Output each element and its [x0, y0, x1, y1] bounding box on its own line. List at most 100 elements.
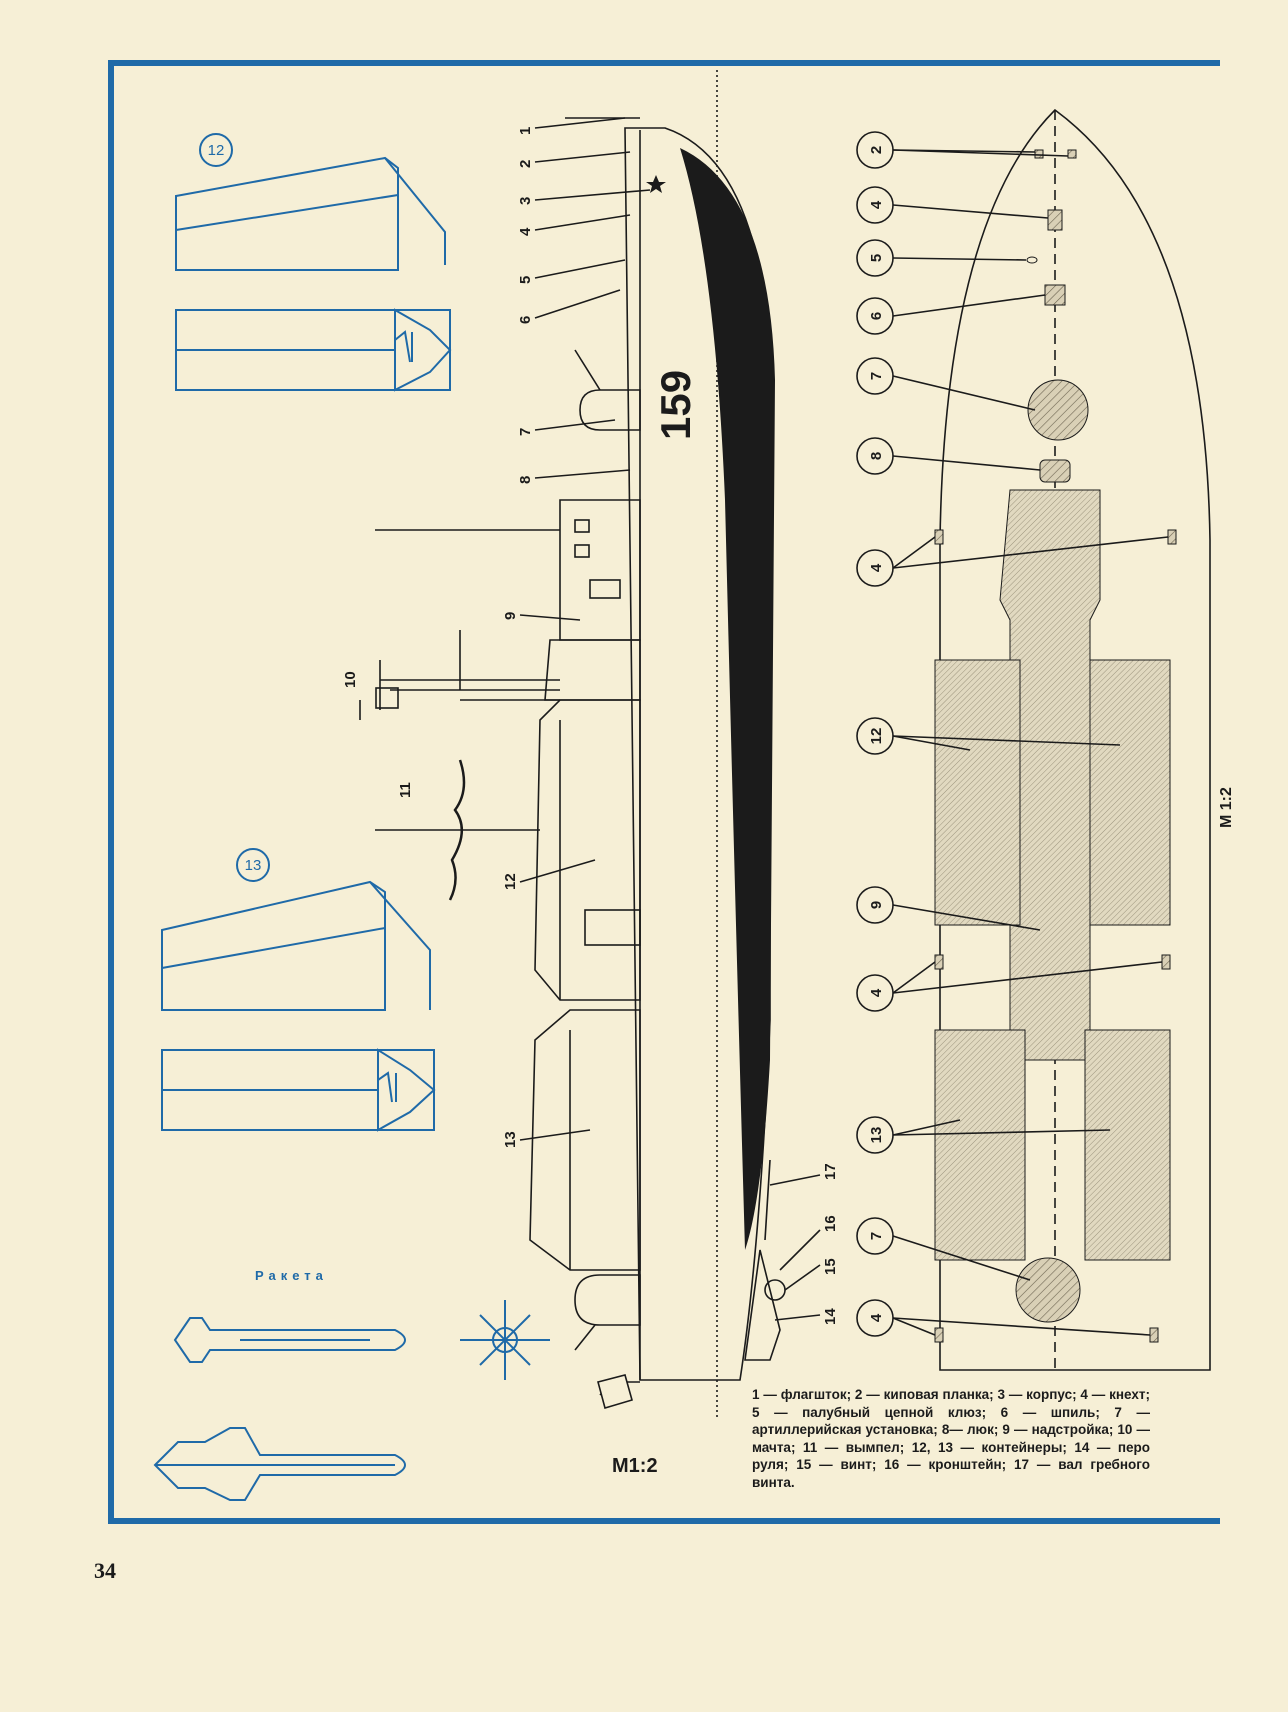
- container-13-top-cap: [377, 1048, 436, 1132]
- plan-fairlead: [1034, 149, 1044, 159]
- boat-side-view: [359, 70, 821, 1420]
- plan-callout-9: 9: [868, 901, 885, 909]
- container-12-side-rail: [384, 157, 446, 265]
- plan-hawse: [1026, 256, 1038, 264]
- plan-callout-12: 12: [868, 728, 885, 745]
- plan-container-12-starboard: [1089, 659, 1171, 926]
- rocket-side-view: [173, 1317, 406, 1363]
- side-callout-1: 1: [517, 127, 534, 135]
- side-callout-5: 5: [517, 276, 534, 284]
- pennant: [448, 759, 466, 901]
- side-callout-9: 9: [502, 612, 519, 620]
- container-12-top-detail: [394, 330, 413, 363]
- container-13-drawing: 13: [161, 848, 436, 1132]
- plan-callout-circles: [856, 131, 894, 1337]
- propeller: [764, 1279, 786, 1301]
- plan-container-13-starboard: [1084, 1029, 1171, 1261]
- frame-bottom-border: [108, 1518, 1220, 1524]
- container-12-label-circle: [199, 133, 233, 167]
- side-callout-3: 3: [517, 197, 534, 205]
- rudder: [744, 1249, 781, 1361]
- plan-bitt: [1047, 209, 1063, 231]
- plan-gun-bow: [1027, 379, 1089, 441]
- side-callout-17: 17: [822, 1163, 839, 1180]
- rocket-drawing: [153, 1300, 550, 1501]
- plan-fairlead: [1067, 149, 1077, 159]
- superstructure-hatch: [589, 579, 621, 599]
- container-13-top-detail: [377, 1071, 397, 1103]
- flag-icon: [597, 1374, 633, 1410]
- hull-dark-band: [680, 148, 775, 1250]
- plan-capstan: [1044, 284, 1066, 306]
- superstructure-window: [574, 519, 590, 533]
- side-callout-7: 7: [517, 428, 534, 436]
- container-12-label: 12: [208, 142, 225, 159]
- plan-callout-4: 4: [868, 200, 885, 209]
- gun-barrel-stern: [574, 1324, 596, 1351]
- container-12-top-cap: [394, 308, 452, 392]
- plan-callout-8: 8: [868, 452, 885, 460]
- plan-container-13-port: [934, 1029, 1026, 1261]
- container-13-label: 13: [245, 857, 262, 874]
- plan-bitt: [1161, 954, 1171, 970]
- side-callout-numbers: 1 2 3 4 5 6 7 8 9 10 11 12 13 14 15 16 1…: [342, 127, 839, 1325]
- plan-bitt: [1149, 1327, 1159, 1343]
- superstructure-lower: [544, 639, 641, 701]
- container-12-drawing: 12: [175, 133, 452, 392]
- gun-turret-stern: [574, 1274, 641, 1326]
- side-callout-2: 2: [517, 160, 534, 168]
- side-callout-10: 10: [342, 671, 359, 688]
- container-13-side-rail: [369, 881, 431, 1010]
- plan-hull-outline: [939, 108, 1211, 1371]
- container-13-side-view: [161, 880, 386, 1011]
- side-callout-15: 15: [822, 1258, 839, 1275]
- plan-callout-6: 6: [868, 312, 885, 320]
- plan-bitt: [934, 954, 944, 970]
- frame-left-border: [108, 60, 114, 1524]
- rocket-top-view: [153, 1427, 406, 1501]
- plan-bitt: [934, 529, 944, 545]
- rocket-rear-fins: [460, 1300, 550, 1380]
- frame-top-border: [108, 60, 1220, 66]
- container-13-side-line: [161, 927, 386, 969]
- gun-barrel-bow: [574, 349, 601, 391]
- scale-plan-view: М 1:2: [1218, 787, 1235, 828]
- plan-callout-leaders: [892, 149, 1169, 1336]
- container-13-label-circle: [236, 848, 270, 882]
- legend-text: 1 — флагшток; 2 — киповая планка; 3 — ко…: [752, 1387, 1150, 1490]
- side-callout-leaders: [519, 117, 821, 1321]
- side-callout-16: 16: [822, 1215, 839, 1232]
- plan-callout-13: 13: [868, 1127, 885, 1144]
- plan-callout-4d: 4: [868, 1313, 885, 1322]
- plan-callout-4b: 4: [868, 563, 885, 572]
- deck-container-13: [529, 1009, 641, 1271]
- rocket-label: Ракета: [255, 1268, 328, 1283]
- hull-number: 159: [652, 370, 699, 440]
- plan-callout-7: 7: [868, 372, 885, 380]
- gun-turret-bow: [579, 389, 641, 431]
- plan-bitt: [934, 1327, 944, 1343]
- side-callout-8: 8: [517, 476, 534, 484]
- star-icon: [646, 175, 666, 193]
- side-callout-4: 4: [517, 227, 534, 236]
- container-12-side-line: [175, 194, 399, 231]
- plan-callout-2: 2: [868, 146, 885, 154]
- plan-container-12-port: [934, 659, 1021, 926]
- container-12-side-view: [175, 156, 399, 271]
- prop-shaft: [764, 1159, 771, 1241]
- plan-callout-numbers: 2 4 5 6 7 8 4 12 9 4 13 7 4: [868, 146, 885, 1322]
- plan-gun-stern: [1015, 1257, 1081, 1323]
- side-callout-11: 11: [397, 782, 414, 798]
- page-number: 34: [94, 1558, 116, 1583]
- side-callout-14: 14: [822, 1308, 839, 1325]
- superstructure-window: [574, 544, 590, 558]
- plan-callout-4c: 4: [868, 988, 885, 997]
- boat-plan-view: [892, 108, 1211, 1371]
- mast: [359, 630, 560, 720]
- side-callout-6: 6: [517, 316, 534, 324]
- mast-radar: [375, 687, 399, 709]
- side-callout-12: 12: [502, 873, 519, 890]
- deck-container-12: [534, 699, 641, 1001]
